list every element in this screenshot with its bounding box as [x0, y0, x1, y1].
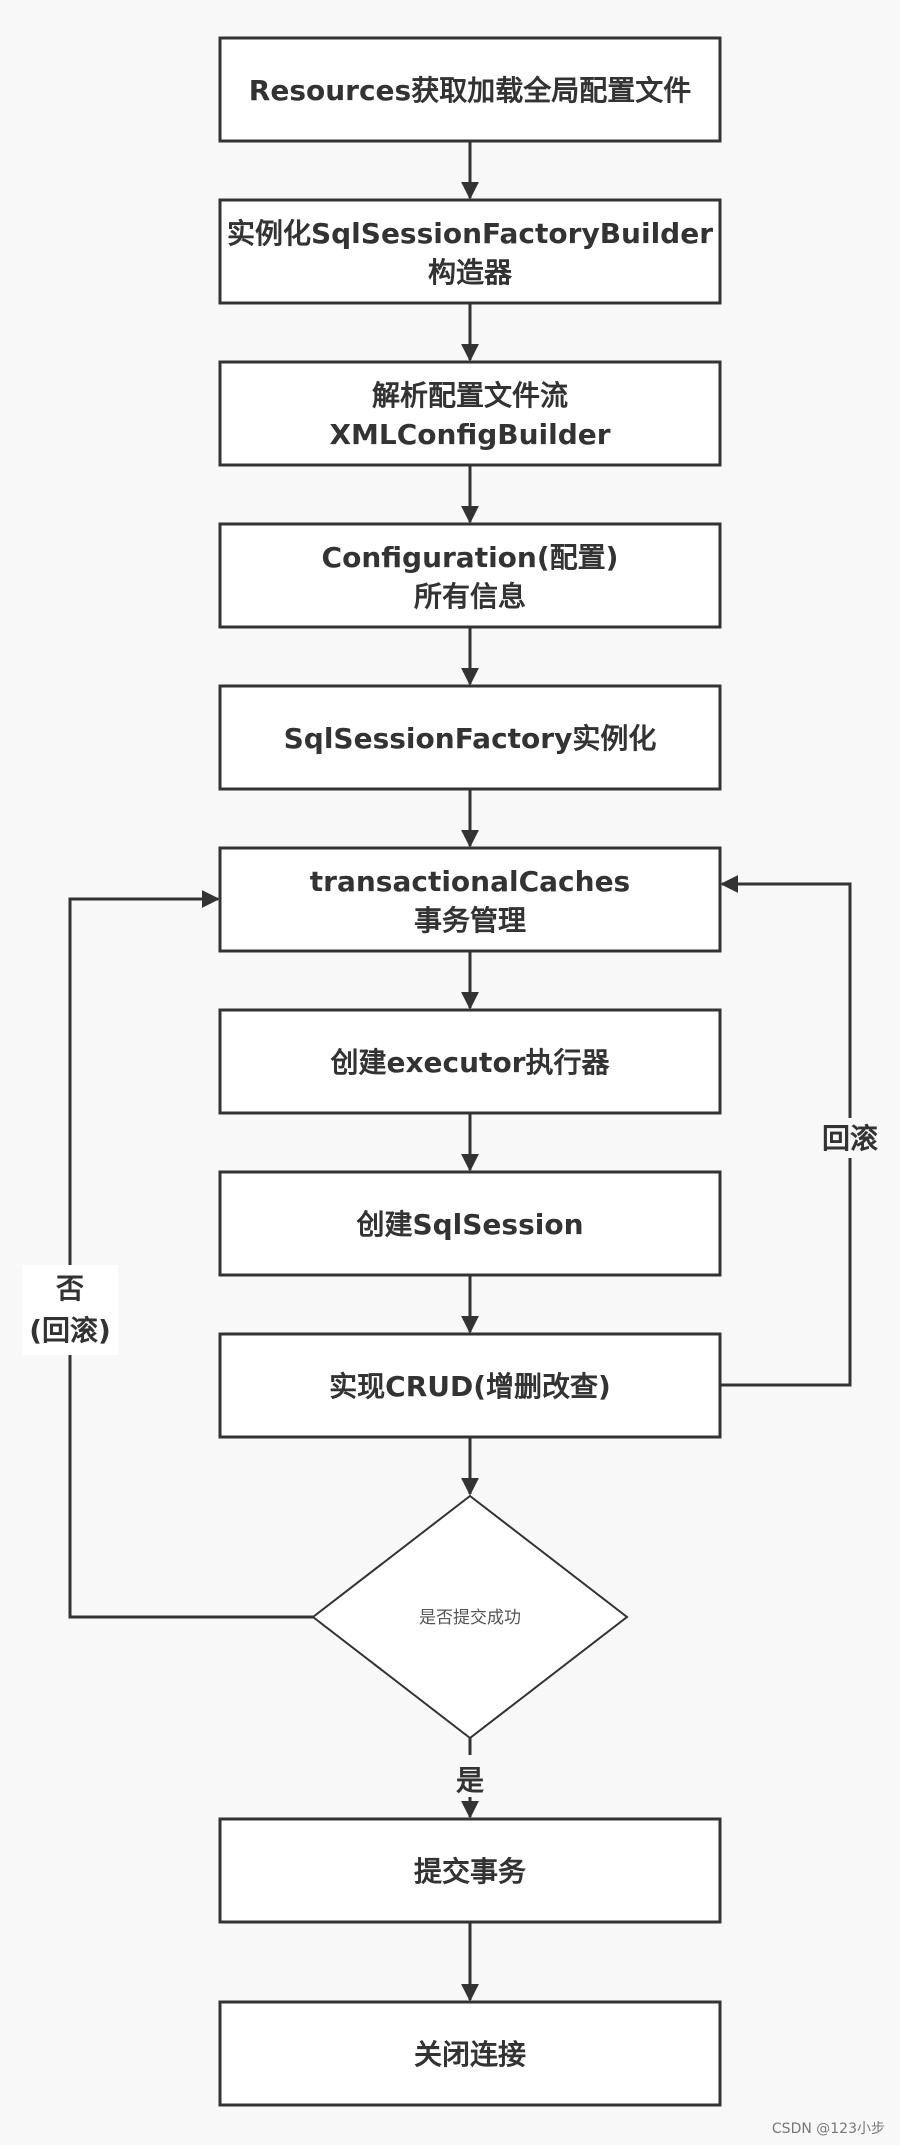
step-label: 创建executor执行器 [329, 1046, 610, 1079]
step-create-sqlsession: 创建SqlSession [218, 1170, 722, 1277]
no-rollback-arrow [68, 890, 313, 1619]
decision-label: 是否提交成功 [419, 1608, 521, 1628]
rollback-label-bg [815, 1118, 885, 1158]
no-label-bg [22, 1265, 118, 1355]
step-load-config: Resources获取加载全局配置文件 [218, 36, 722, 143]
step-label-line2: 所有信息 [414, 580, 526, 613]
yes-label-bg [445, 1755, 495, 1797]
step-label-line1: 解析配置文件流 [372, 379, 568, 412]
step-label: Resources获取加载全局配置文件 [249, 74, 691, 107]
step-label-line2: 构造器 [428, 256, 513, 289]
step-factory-instantiate: SqlSessionFactory实例化 [218, 684, 722, 791]
step-label: 创建SqlSession [355, 1208, 583, 1241]
step-label: 关闭连接 [414, 2038, 526, 2071]
step-label-line2: 事务管理 [414, 904, 526, 937]
decision-commit-success: 是否提交成功 [311, 1494, 629, 1740]
no-label-line1: 否 [56, 1272, 84, 1305]
no-label-line2: (回滚) [29, 1314, 111, 1347]
step-configuration: Configuration(配置) 所有信息 [218, 522, 722, 629]
rollback-label: 回滚 [822, 1122, 878, 1155]
yes-label: 是 [456, 1764, 484, 1797]
step-label-line1: 实例化SqlSessionFactoryBuilder [227, 217, 713, 250]
step-label: 实现CRUD(增删改查) [329, 1370, 611, 1403]
step-commit-transaction: 提交事务 [218, 1817, 722, 1924]
step-parse-config: 解析配置文件流 XMLConfigBuilder [218, 360, 722, 467]
step-close-connection: 关闭连接 [218, 2000, 722, 2107]
step-transactional-caches: transactionalCaches 事务管理 [218, 846, 722, 953]
step-label-line1: Configuration(配置) [322, 541, 619, 574]
step-crud: 实现CRUD(增删改查) [218, 1332, 722, 1439]
step-label-line1: transactionalCaches [310, 865, 630, 898]
step-label: SqlSessionFactory实例化 [284, 722, 657, 755]
step-instantiate-builder: 实例化SqlSessionFactoryBuilder 构造器 [218, 198, 722, 305]
step-label: 提交事务 [414, 1855, 526, 1888]
watermark-text: CSDN @123小步 [772, 2121, 885, 2137]
step-label-line2: XMLConfigBuilder [329, 418, 610, 451]
step-create-executor: 创建executor执行器 [218, 1008, 722, 1115]
